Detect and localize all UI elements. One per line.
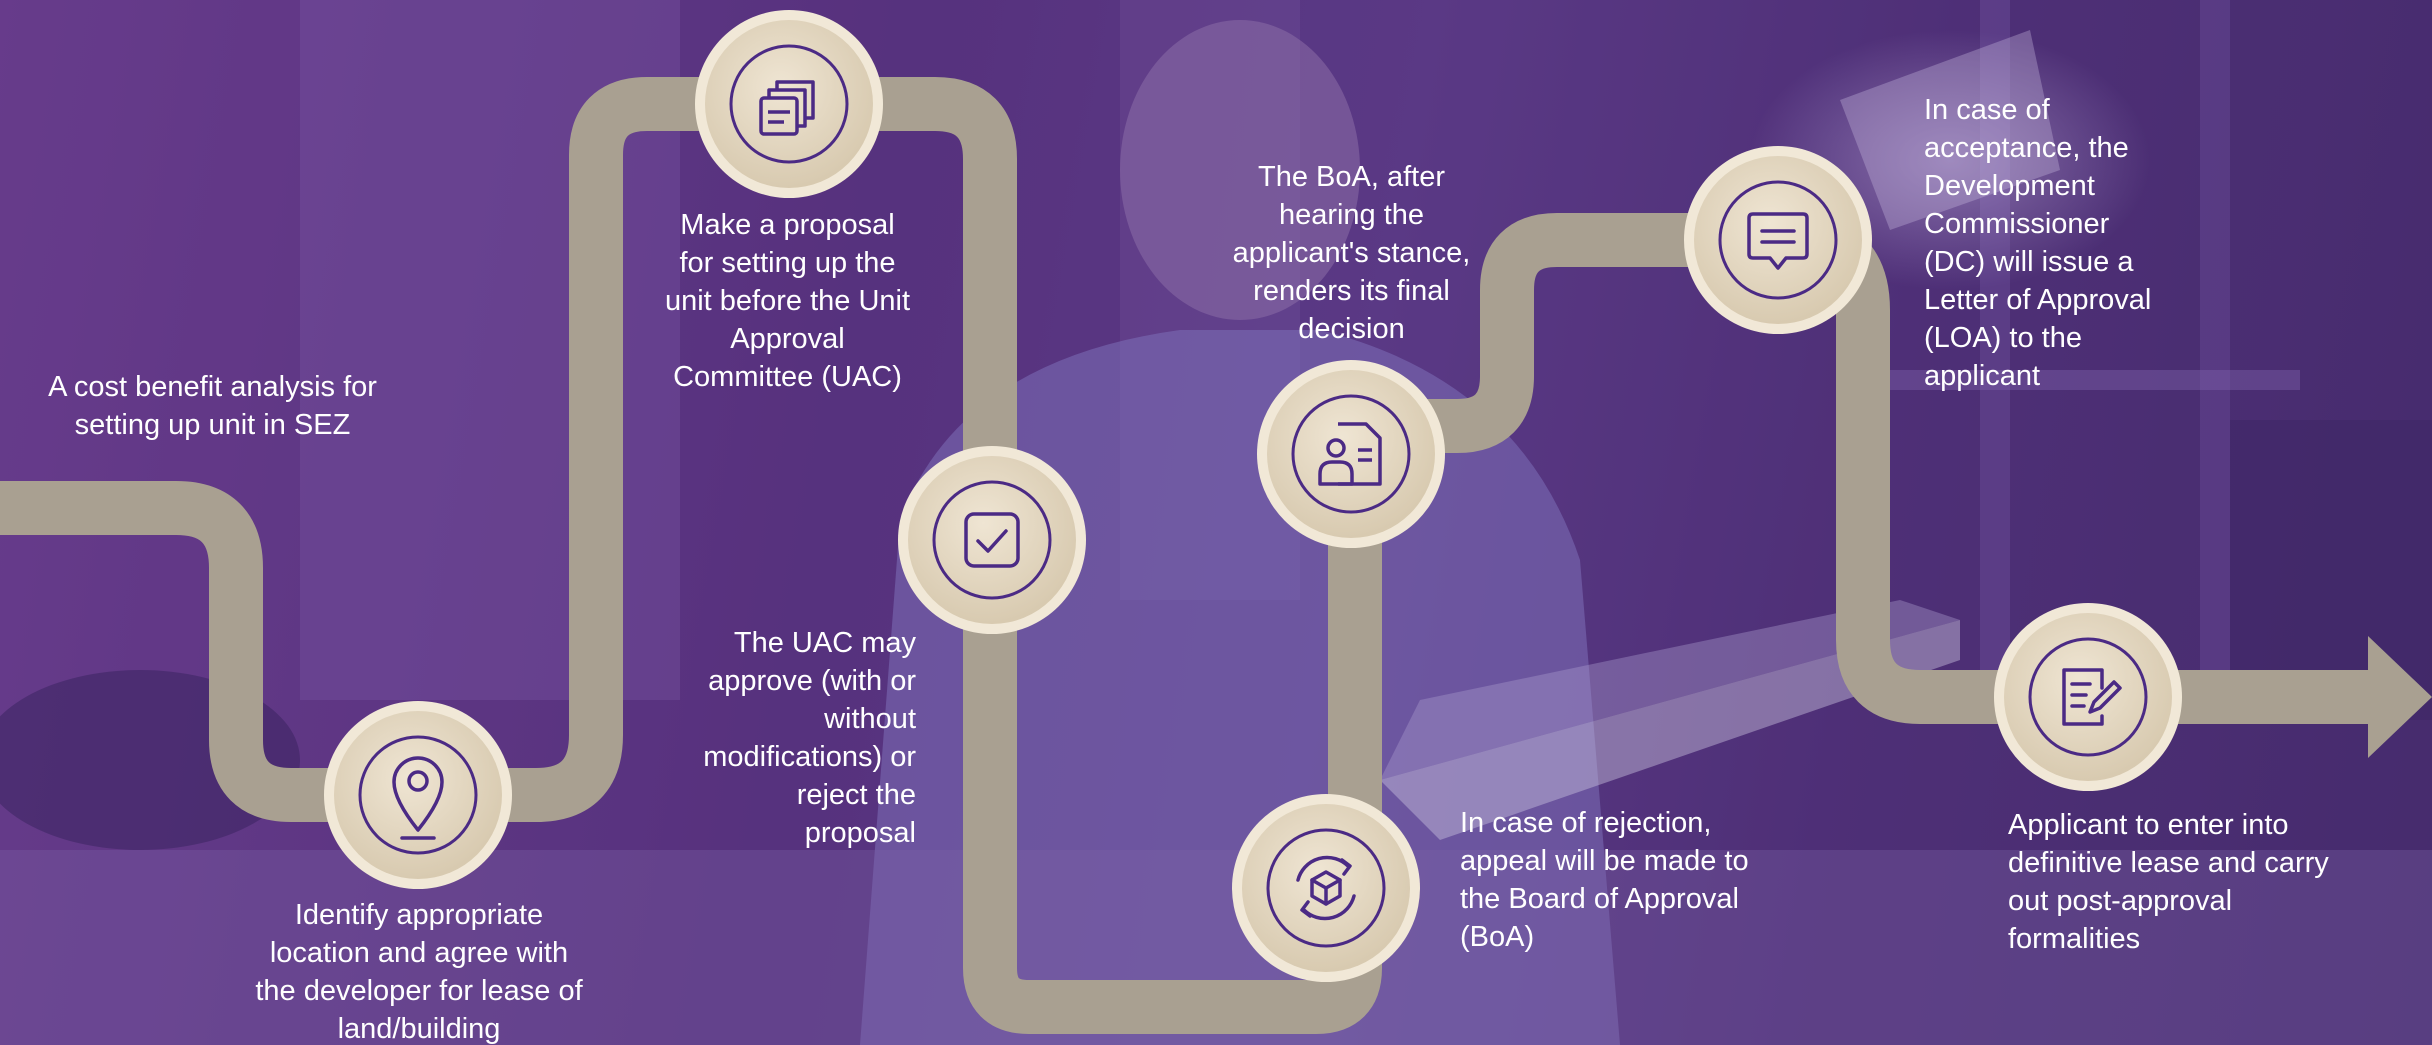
step-uac-decision-text: The UAC may approve (with or without mod… xyxy=(703,627,916,849)
cube-refresh-icon xyxy=(1296,855,1356,921)
node-appeal xyxy=(1232,794,1420,982)
flow-arrow-head xyxy=(2368,636,2432,758)
step-cost-benefit-text: A cost benefit analysis for setting up u… xyxy=(48,371,377,441)
step-proposal-text: Make a proposal for setting up the unit … xyxy=(664,209,911,393)
checkbox-icon xyxy=(964,512,1020,568)
step-loa-text: In case of acceptance, the Development C… xyxy=(1924,94,2152,392)
location-pin-icon xyxy=(392,756,444,840)
documents-icon xyxy=(759,80,815,136)
step-appeal-text: In case of rejection, appeal will be mad… xyxy=(1460,807,1749,953)
step-lease-text: Applicant to enter into definitive lease… xyxy=(2008,809,2329,955)
sign-document-icon xyxy=(2062,668,2122,726)
step-boa-decision-text: The BoA, after hearing the applicant's s… xyxy=(1232,161,1471,345)
step-identify-location-text: Identify appropriate location and agree … xyxy=(255,899,583,1045)
node-proposal xyxy=(695,10,883,198)
node-loa xyxy=(1684,146,1872,334)
person-document-icon xyxy=(1318,422,1382,486)
node-location xyxy=(324,701,512,889)
node-boa-decision xyxy=(1257,360,1445,548)
node-uac-decision xyxy=(898,446,1086,634)
message-icon xyxy=(1747,212,1809,270)
node-lease xyxy=(1994,603,2182,791)
